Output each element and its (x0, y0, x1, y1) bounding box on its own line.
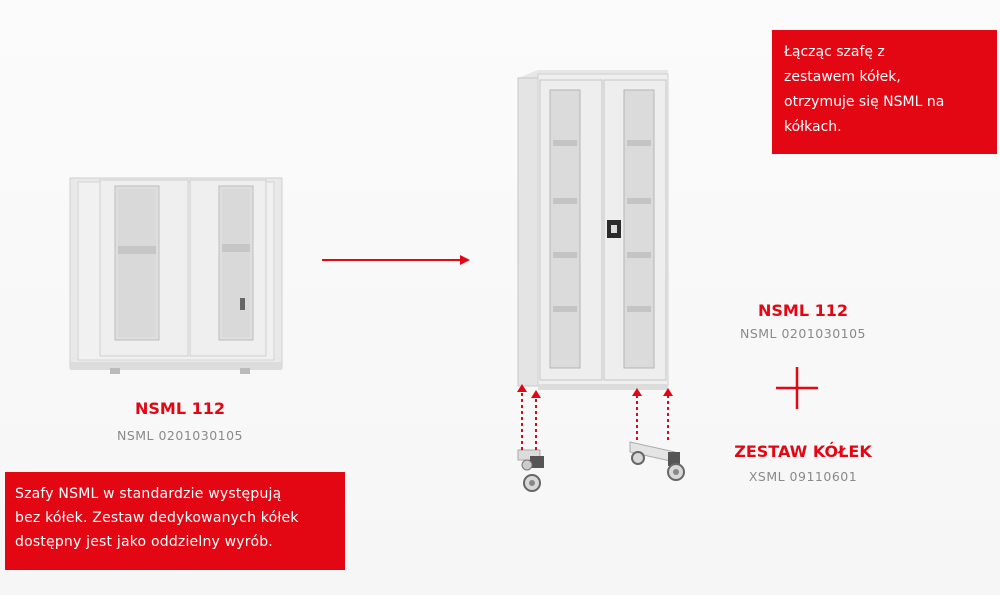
wheels-product-code: XSML 09110601 (748, 469, 858, 484)
info-note-bottom: Szafy NSML w standardzie występują bez k… (5, 472, 345, 570)
short-cabinet-image (69, 177, 283, 374)
right-product-code: NSML 0201030105 (739, 326, 867, 341)
left-product-code: NSML 0201030105 (116, 428, 244, 443)
mounting-arrows (521, 392, 669, 450)
arrow-heads (517, 384, 673, 398)
info-note-top-text: Łącząc szafę z zestawem kółek, otrzymuje… (784, 44, 945, 135)
wheels-product-name: ZESTAW KÓŁEK (734, 442, 872, 461)
left-product-name: NSML 112 (135, 399, 225, 418)
wheel-set-image (517, 441, 685, 492)
right-arrow-icon (322, 255, 470, 265)
info-note-bottom-text: Szafy NSML w standardzie występują bez k… (15, 486, 299, 550)
right-product-name: NSML 112 (758, 301, 848, 320)
info-note-top: Łącząc szafę z zestawem kółek, otrzymuje… (772, 30, 997, 154)
plus-icon (776, 367, 818, 409)
tall-cabinet-image (517, 70, 669, 390)
